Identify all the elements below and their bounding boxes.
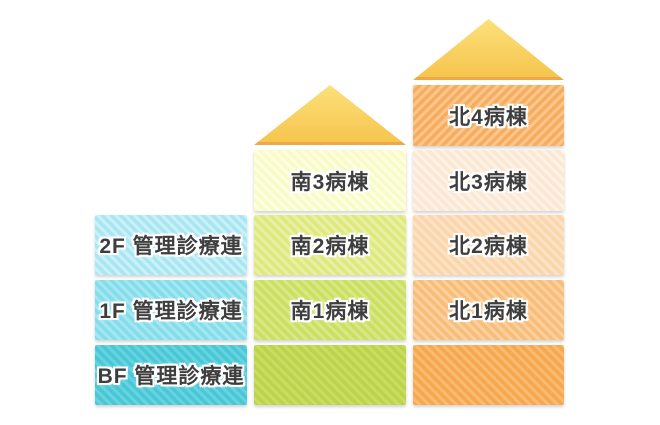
- block-north-ward-1[interactable]: 北1病棟: [413, 280, 564, 340]
- block-north-ward-4-label: 北4病棟: [449, 105, 528, 129]
- block-north-base: [413, 345, 564, 405]
- north-building-roof-icon: [413, 19, 564, 80]
- block-admin-2f[interactable]: 2F 管理診療連: [95, 215, 247, 275]
- block-admin-bf-label: BF 管理診療連: [97, 365, 245, 388]
- block-south-ward-1-label: 南1病棟: [290, 300, 370, 323]
- block-admin-bf[interactable]: BF 管理診療連: [95, 345, 247, 405]
- block-south-ward-3-label: 南3病棟: [290, 170, 370, 194]
- block-south-ward-2[interactable]: 南2病棟: [254, 215, 406, 275]
- block-north-ward-2[interactable]: 北2病棟: [413, 215, 564, 275]
- block-admin-2f-label: 2F 管理診療連: [99, 235, 243, 258]
- block-north-ward-3-label: 北3病棟: [449, 170, 528, 194]
- block-north-ward-4[interactable]: 北4病棟: [413, 85, 564, 146]
- south-building-roof-icon: [254, 85, 406, 145]
- block-north-ward-2-label: 北2病棟: [449, 235, 528, 258]
- block-north-ward-3[interactable]: 北3病棟: [413, 150, 564, 211]
- block-admin-1f-label: 1F 管理診療連: [99, 300, 243, 323]
- block-south-ward-2-label: 南2病棟: [290, 235, 370, 258]
- block-north-ward-1-label: 北1病棟: [449, 300, 528, 323]
- block-south-ward-3[interactable]: 南3病棟: [254, 150, 406, 211]
- block-south-base: [254, 345, 406, 405]
- block-admin-1f[interactable]: 1F 管理診療連: [95, 280, 247, 340]
- block-south-ward-1[interactable]: 南1病棟: [254, 280, 406, 340]
